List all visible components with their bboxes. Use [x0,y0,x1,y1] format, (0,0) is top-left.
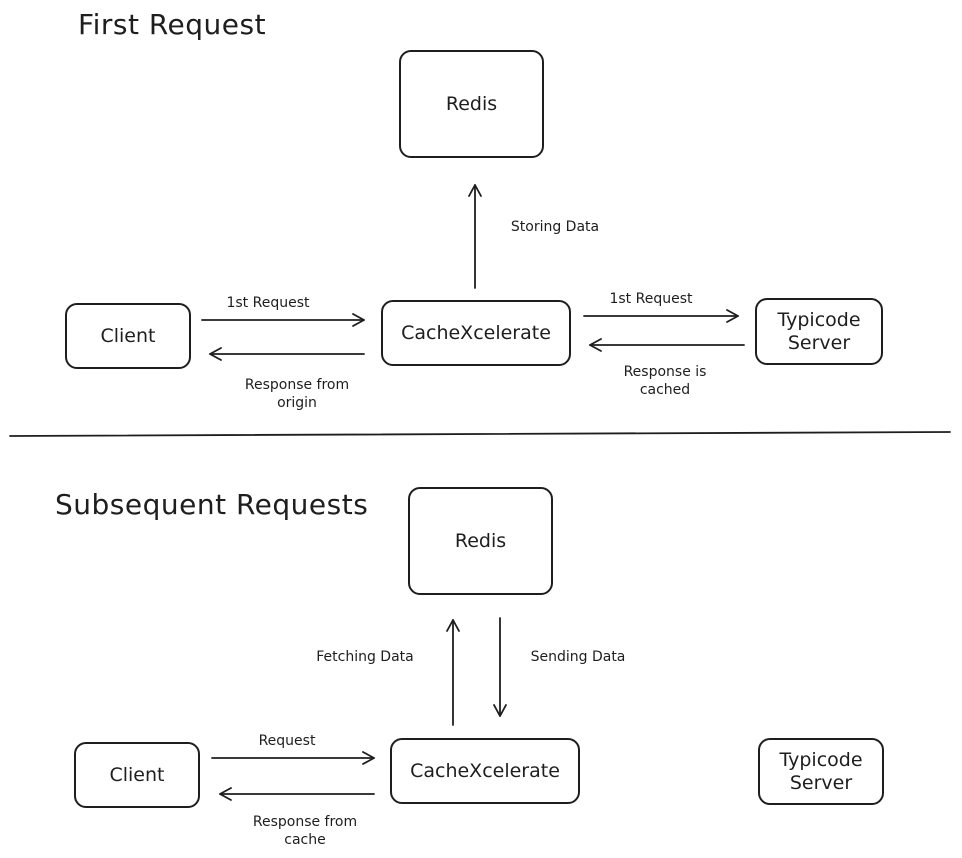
response-origin-label: Response from origin [244,377,350,411]
client-node: Client [65,303,191,369]
client-node-subsequent: Client [74,742,200,808]
redis-label: Redis [445,92,498,115]
typicode-server-label: Typicode Server [777,308,861,354]
sending-data-label: Sending Data [530,649,626,665]
client-request-label: 1st Request [226,295,310,311]
subsequent-requests-heading: Subsequent Requests [55,488,369,521]
client-label: Client [100,324,156,347]
redis-label-subsequent: Redis [454,529,507,552]
response-cache-label: Response from cache [252,814,358,848]
cachexcelerate-node-subsequent: CacheXcelerate [390,738,580,804]
first-request-heading: First Request [78,8,267,41]
cachexcelerate-node: CacheXcelerate [381,300,571,366]
redis-node: Redis [399,50,544,158]
cachexcelerate-label: CacheXcelerate [401,321,551,344]
server-request-label: 1st Request [609,291,693,307]
typicode-server-node: Typicode Server [755,298,883,365]
typicode-server-label-subsequent: Typicode Server [779,748,863,794]
cachexcelerate-label-subsequent: CacheXcelerate [410,759,560,782]
request-label: Request [258,733,316,749]
client-label-subsequent: Client [109,763,165,786]
section-divider [9,431,951,437]
fetching-data-label: Fetching Data [316,649,414,665]
storing-data-label: Storing Data [510,219,600,235]
redis-node-subsequent: Redis [408,487,553,595]
typicode-server-node-subsequent: Typicode Server [758,738,884,805]
response-cached-label: Response is cached [623,364,707,398]
